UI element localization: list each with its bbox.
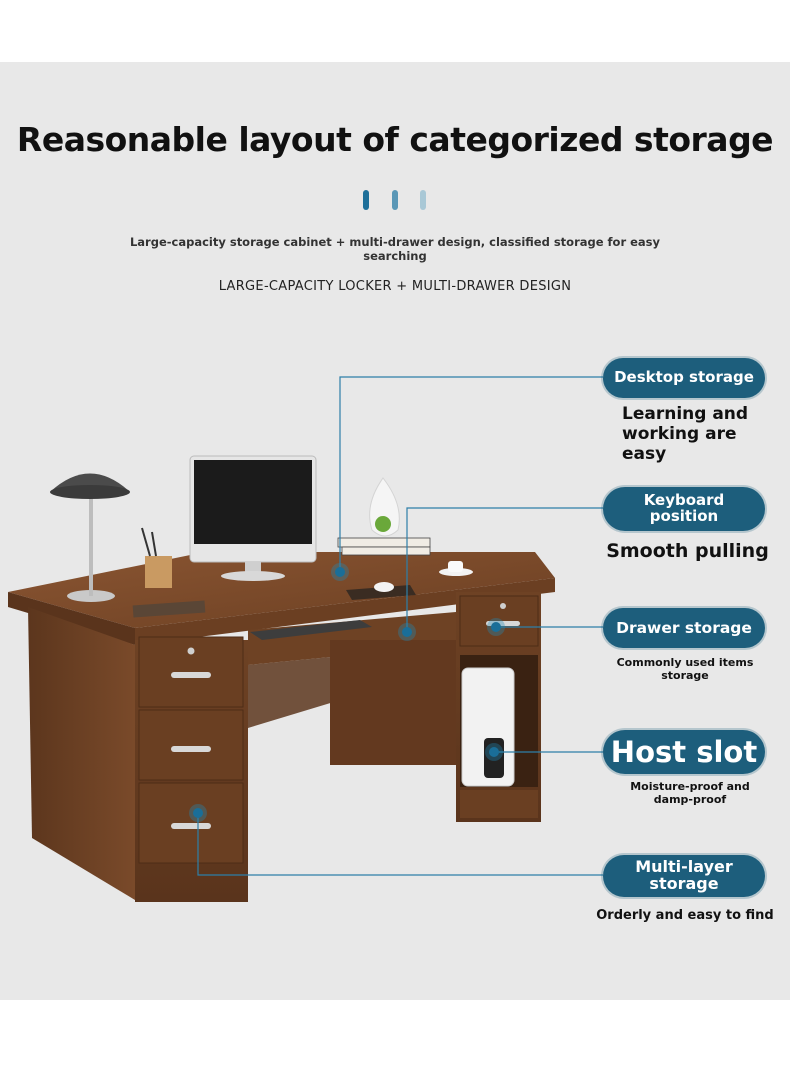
- mouse-icon: [374, 582, 394, 592]
- feature-pill-host-slot: Host slot: [603, 730, 765, 774]
- mouse-pad-icon: [346, 585, 416, 600]
- decorative-dots: [363, 190, 433, 210]
- right-cabinet: [456, 592, 541, 822]
- feature-desc-host-slot: Moisture-proof and damp-proof: [630, 780, 750, 806]
- page-title: Reasonable layout of categorized storage: [16, 120, 774, 159]
- drawer-handle-icon: [171, 746, 211, 752]
- book-icon: [132, 600, 206, 618]
- feature-pill-keyboard-position: Keyboard position: [603, 487, 765, 531]
- monitor-icon: [189, 455, 317, 581]
- keyboard-icon: [250, 620, 372, 640]
- drawer-handle-icon: [171, 823, 211, 829]
- books-and-vase-icon: [337, 477, 431, 556]
- desk-lamp-icon: [50, 473, 130, 602]
- callout-lines: [197, 376, 603, 876]
- lock-icon: [187, 647, 195, 655]
- feature-pill-multi-layer-storage: Multi-layer storage: [603, 855, 765, 897]
- caption: LARGE-CAPACITY LOCKER + MULTI-DRAWER DES…: [218, 279, 572, 294]
- dot-1: [363, 190, 369, 210]
- subtitle: Large-capacity storage cabinet + multi-d…: [129, 235, 661, 263]
- keyboard-tray: [248, 612, 456, 765]
- cup-icon: [448, 561, 463, 572]
- feature-desc-multi-layer-storage: Orderly and easy to find: [596, 908, 774, 923]
- lock-icon: [500, 603, 506, 609]
- feature-desc-desktop-storage: Learning and working are easy: [622, 404, 749, 464]
- dot-3: [420, 190, 426, 210]
- feature-desc-keyboard-position: Smooth pulling: [606, 540, 769, 562]
- dot-2: [392, 190, 398, 210]
- drawer-handle-icon: [171, 672, 211, 678]
- feature-desc-drawer-storage: Commonly used items storage: [616, 656, 754, 682]
- feature-pill-desktop-storage: Desktop storage: [603, 358, 765, 398]
- pen-holder-icon: [141, 527, 172, 588]
- feature-pill-drawer-storage: Drawer storage: [603, 608, 765, 648]
- hotspot-markers: [189, 563, 505, 822]
- left-pedestal: [28, 607, 248, 902]
